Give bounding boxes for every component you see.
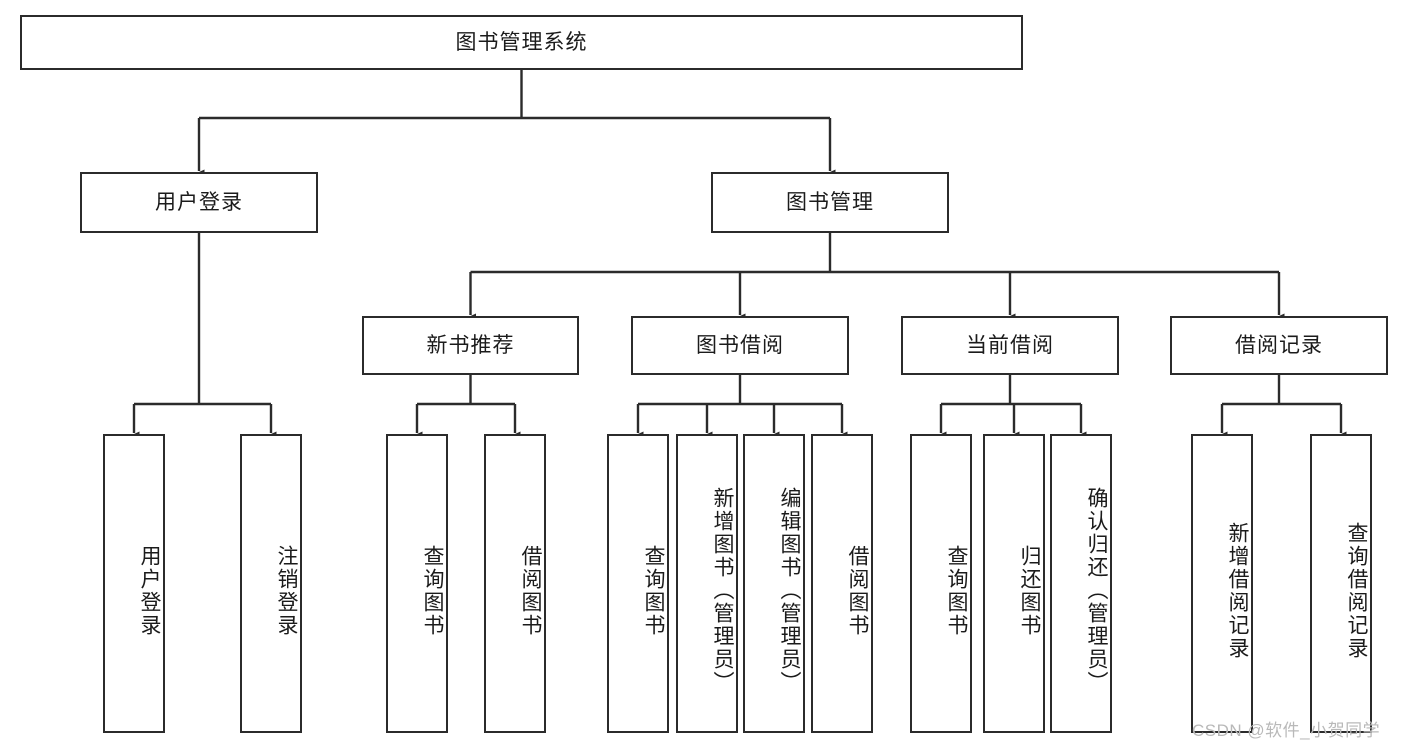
- watermark-text: CSDN @软件_小贺同学: [1192, 721, 1381, 740]
- node-login[interactable]: 用户登录: [80, 172, 318, 233]
- node-label: 借阅图书: [519, 544, 542, 637]
- node-leaf-04[interactable]: 借阅图书: [484, 434, 546, 733]
- node-leaf-07[interactable]: 编辑图书（管理员）: [743, 434, 805, 733]
- node-label: 查询图书: [421, 544, 444, 637]
- node-bookmgmt[interactable]: 图书管理: [711, 172, 949, 233]
- node-leaf-02[interactable]: 注销登录: [240, 434, 302, 733]
- node-label: 图书管理: [786, 190, 874, 214]
- node-leaf-05[interactable]: 查询图书: [607, 434, 669, 733]
- node-newbook[interactable]: 新书推荐: [362, 316, 579, 375]
- node-label: 注销登录: [275, 544, 298, 637]
- node-label: 查询借阅记录: [1345, 521, 1368, 660]
- node-label: 当前借阅: [966, 333, 1054, 357]
- edge-group: [128, 70, 1347, 442]
- node-label: 图书借阅: [696, 333, 784, 357]
- node-label: 新书推荐: [426, 333, 515, 357]
- node-leaf-03[interactable]: 查询图书: [386, 434, 448, 733]
- node-label: 查询图书: [642, 544, 665, 637]
- node-label: 用户登录: [138, 544, 161, 637]
- node-label: 编辑图书（管理员）: [778, 487, 801, 694]
- node-label: 确认归还（管理员）: [1085, 487, 1108, 694]
- node-leaf-08[interactable]: 借阅图书: [811, 434, 873, 733]
- node-label: 新增借阅记录: [1226, 521, 1249, 660]
- node-leaf-01[interactable]: 用户登录: [103, 434, 165, 733]
- node-leaf-10[interactable]: 归还图书: [983, 434, 1045, 733]
- node-label: 图书管理系统: [455, 30, 588, 54]
- node-leaf-11[interactable]: 确认归还（管理员）: [1050, 434, 1112, 733]
- node-current[interactable]: 当前借阅: [901, 316, 1119, 375]
- node-label: 查询图书: [945, 544, 968, 637]
- node-label: 新增图书（管理员）: [711, 487, 734, 694]
- node-leaf-06[interactable]: 新增图书（管理员）: [676, 434, 738, 733]
- node-root[interactable]: 图书管理系统: [20, 15, 1023, 70]
- node-leaf-12[interactable]: 新增借阅记录: [1191, 434, 1253, 733]
- node-borrow[interactable]: 图书借阅: [631, 316, 849, 375]
- node-leaf-13[interactable]: 查询借阅记录: [1310, 434, 1372, 733]
- node-label: 归还图书: [1018, 544, 1041, 637]
- node-label: 借阅记录: [1235, 333, 1323, 357]
- node-leaf-09[interactable]: 查询图书: [910, 434, 972, 733]
- node-records[interactable]: 借阅记录: [1170, 316, 1388, 375]
- node-label: 借阅图书: [846, 544, 869, 637]
- node-label: 用户登录: [155, 190, 243, 214]
